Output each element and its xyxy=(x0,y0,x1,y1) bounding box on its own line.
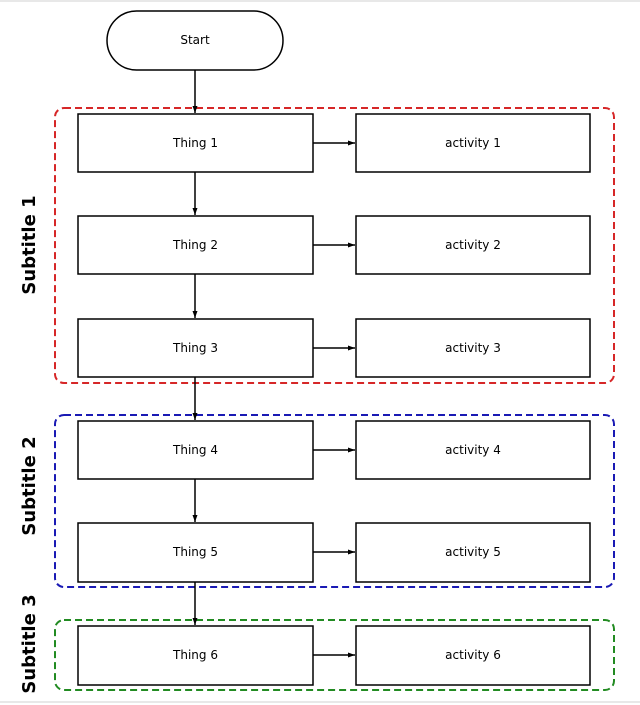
start-node-label: Start xyxy=(180,33,210,47)
activity-node-4-label: activity 4 xyxy=(445,443,501,457)
thing-node-4-shape xyxy=(77,420,314,480)
activity-node-4: activity 4 xyxy=(355,420,591,480)
activity-node-2-shape xyxy=(355,215,591,275)
activity-node-2-label: activity 2 xyxy=(445,238,501,252)
start-node-shape xyxy=(106,10,284,71)
group-frame-subtitle-1 xyxy=(54,107,615,384)
activity-node-1-label: activity 1 xyxy=(445,136,501,150)
activity-node-3-shape xyxy=(355,318,591,378)
thing-node-2: Thing 2 xyxy=(77,215,314,275)
thing-node-1-shape xyxy=(77,113,314,173)
group-label-subtitle-3: Subtitle 3 xyxy=(19,594,40,693)
group-label-subtitle-2: Subtitle 2 xyxy=(19,436,40,535)
thing-node-3: Thing 3 xyxy=(77,318,314,378)
group-label-subtitle-1: Subtitle 1 xyxy=(19,195,40,294)
activity-node-6-label: activity 6 xyxy=(445,648,501,662)
thing-node-3-label: Thing 3 xyxy=(172,341,218,355)
activity-node-6-shape xyxy=(355,625,591,686)
start-node: Start xyxy=(106,10,284,71)
activity-node-3: activity 3 xyxy=(355,318,591,378)
thing-node-4-label: Thing 4 xyxy=(172,443,218,457)
activity-node-5-shape xyxy=(355,522,591,583)
group-frame-subtitle-2 xyxy=(54,414,615,588)
activity-node-3-label: activity 3 xyxy=(445,341,501,355)
activity-node-5: activity 5 xyxy=(355,522,591,583)
thing-node-1: Thing 1 xyxy=(77,113,314,173)
thing-node-4: Thing 4 xyxy=(77,420,314,480)
thing-node-1-label: Thing 1 xyxy=(172,136,218,150)
thing-node-5-shape xyxy=(77,522,314,583)
thing-node-5-label: Thing 5 xyxy=(172,545,218,559)
activity-node-6: activity 6 xyxy=(355,625,591,686)
thing-node-2-shape xyxy=(77,215,314,275)
activity-node-4-shape xyxy=(355,420,591,480)
thing-node-5: Thing 5 xyxy=(77,522,314,583)
activity-node-2: activity 2 xyxy=(355,215,591,275)
group-frame-subtitle-3 xyxy=(54,619,615,691)
thing-node-2-label: Thing 2 xyxy=(172,238,218,252)
activity-node-1-shape xyxy=(355,113,591,173)
thing-node-6-label: Thing 6 xyxy=(172,648,218,662)
activity-node-1: activity 1 xyxy=(355,113,591,173)
activity-node-5-label: activity 5 xyxy=(445,545,501,559)
thing-node-6: Thing 6 xyxy=(77,625,314,686)
thing-node-3-shape xyxy=(77,318,314,378)
thing-node-6-shape xyxy=(77,625,314,686)
